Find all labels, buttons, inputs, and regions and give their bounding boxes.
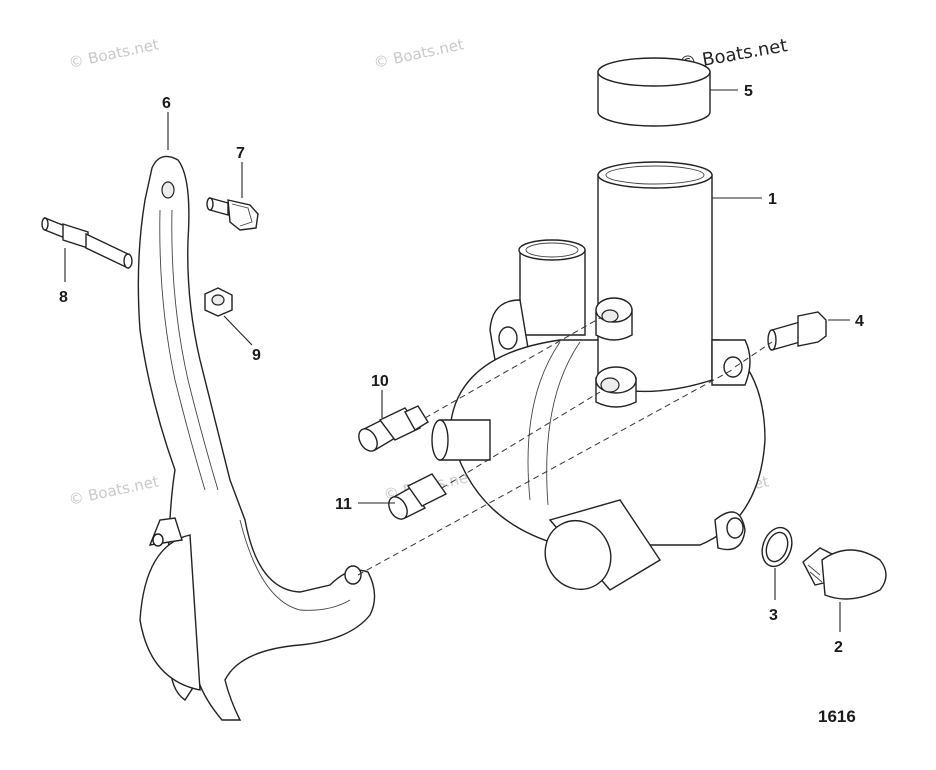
part-2-drain-plug <box>802 547 887 600</box>
part-3-o-ring <box>761 526 793 568</box>
assembly-line-11 <box>441 391 601 489</box>
callout-8: 8 <box>59 289 68 306</box>
part-7-bolt <box>206 197 259 231</box>
leader-9 <box>223 315 253 346</box>
part-11-fitting <box>388 473 448 520</box>
callout-11: 11 <box>335 496 352 513</box>
callout-7: 7 <box>236 145 245 162</box>
assembly-line-bracket <box>357 369 733 576</box>
part-9-nut <box>204 287 233 317</box>
callout-3: 3 <box>769 607 778 624</box>
part-8-stud <box>41 216 133 270</box>
part-10-fitting <box>358 405 429 452</box>
callout-1: 1 <box>768 191 777 208</box>
watermark-top-left: © Boats.net <box>67 35 160 72</box>
part-1-housing <box>431 161 766 591</box>
callout-4: 4 <box>855 313 864 330</box>
callout-2: 2 <box>834 639 843 656</box>
part-6-bracket <box>137 155 376 721</box>
watermark-bottom-left: © Boats.net <box>67 472 160 509</box>
assembly-line-4 <box>734 341 773 368</box>
part-5-cap <box>597 57 711 127</box>
part-4-bolt <box>767 311 827 351</box>
diagram-number: 1616 <box>818 707 856 726</box>
watermark-top-center: © Boats.net <box>372 35 465 72</box>
callout-10: 10 <box>371 373 389 390</box>
assembly-line-10 <box>424 317 601 419</box>
callout-6: 6 <box>162 95 171 112</box>
callout-5: 5 <box>744 83 753 100</box>
callout-9: 9 <box>252 347 261 364</box>
